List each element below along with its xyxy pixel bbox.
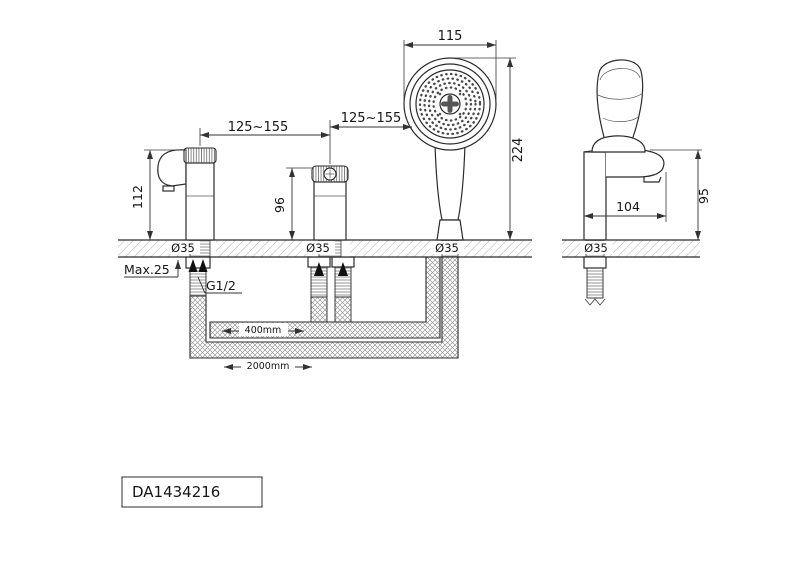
dim-overall-height-group: 224: [452, 57, 526, 240]
shower-holder: [436, 219, 464, 241]
spout-unit: [157, 147, 217, 241]
spray-nozzle-rings: [418, 72, 482, 136]
shower-handle: [434, 143, 466, 221]
deck-thickness-note: Max.25: [124, 260, 181, 278]
label-hose-short: 400mm: [245, 325, 282, 336]
dim-shower-spacing: 125~155: [341, 111, 402, 126]
flow-arrow-icons: [188, 259, 348, 276]
label-hole-side: Ø35: [584, 241, 608, 255]
thread-size-note: G1/2: [197, 276, 242, 294]
front-view: 400mm 2000mm Ø35: [118, 29, 532, 372]
hose-long-dim: 2000mm: [224, 359, 312, 372]
dim-valve-height-group: 96: [272, 167, 312, 240]
shower-head: [403, 57, 497, 241]
dim-side-height: 95: [696, 188, 711, 204]
label-thread-size: G1/2: [206, 278, 236, 293]
side-handle-lever: [591, 135, 646, 153]
side-supply-tail: [583, 256, 607, 306]
dim-spout-height-group: 112: [130, 149, 184, 240]
nozzle-dots: [438, 92, 462, 116]
dim-side-reach: 104: [616, 199, 640, 214]
label-hole-spout: Ø35: [171, 241, 195, 255]
part-number-box: DA1434216: [121, 476, 263, 508]
dim-overall-height: 224: [511, 138, 526, 163]
label-hole-shower: Ø35: [435, 241, 459, 255]
dim-side-reach-group: 104: [584, 172, 667, 222]
dim-side-height-group: 95: [650, 149, 711, 240]
hose-short-dim: 400mm: [222, 323, 304, 336]
dim-valve-height: 96: [272, 197, 287, 213]
side-shower-head: [596, 59, 644, 152]
dim-spout-spacing-group: 125~155: [199, 120, 331, 164]
side-hole-label: Ø35: [580, 241, 613, 255]
dim-spout-spacing: 125~155: [228, 120, 289, 135]
label-hole-valve: Ø35: [306, 241, 330, 255]
label-hose-long: 2000mm: [247, 361, 290, 372]
dim-shower-width: 115: [438, 29, 463, 44]
side-view: Ø35 104 95: [562, 59, 711, 306]
dim-spout-height: 112: [130, 185, 145, 209]
valve-unit: [311, 165, 349, 241]
part-number: DA1434216: [132, 483, 220, 501]
dim-shower-width-group: 115: [403, 29, 497, 100]
side-spout-body: [583, 135, 665, 241]
mode-button-icon: [441, 95, 459, 113]
label-deck-thickness: Max.25: [124, 262, 170, 277]
break-symbol: [584, 298, 606, 306]
hole-labels: Ø35 Ø35 Ø35: [167, 241, 464, 255]
dim-shower-spacing-group: 125~155: [330, 111, 412, 130]
side-spout-outlet: [643, 176, 662, 183]
